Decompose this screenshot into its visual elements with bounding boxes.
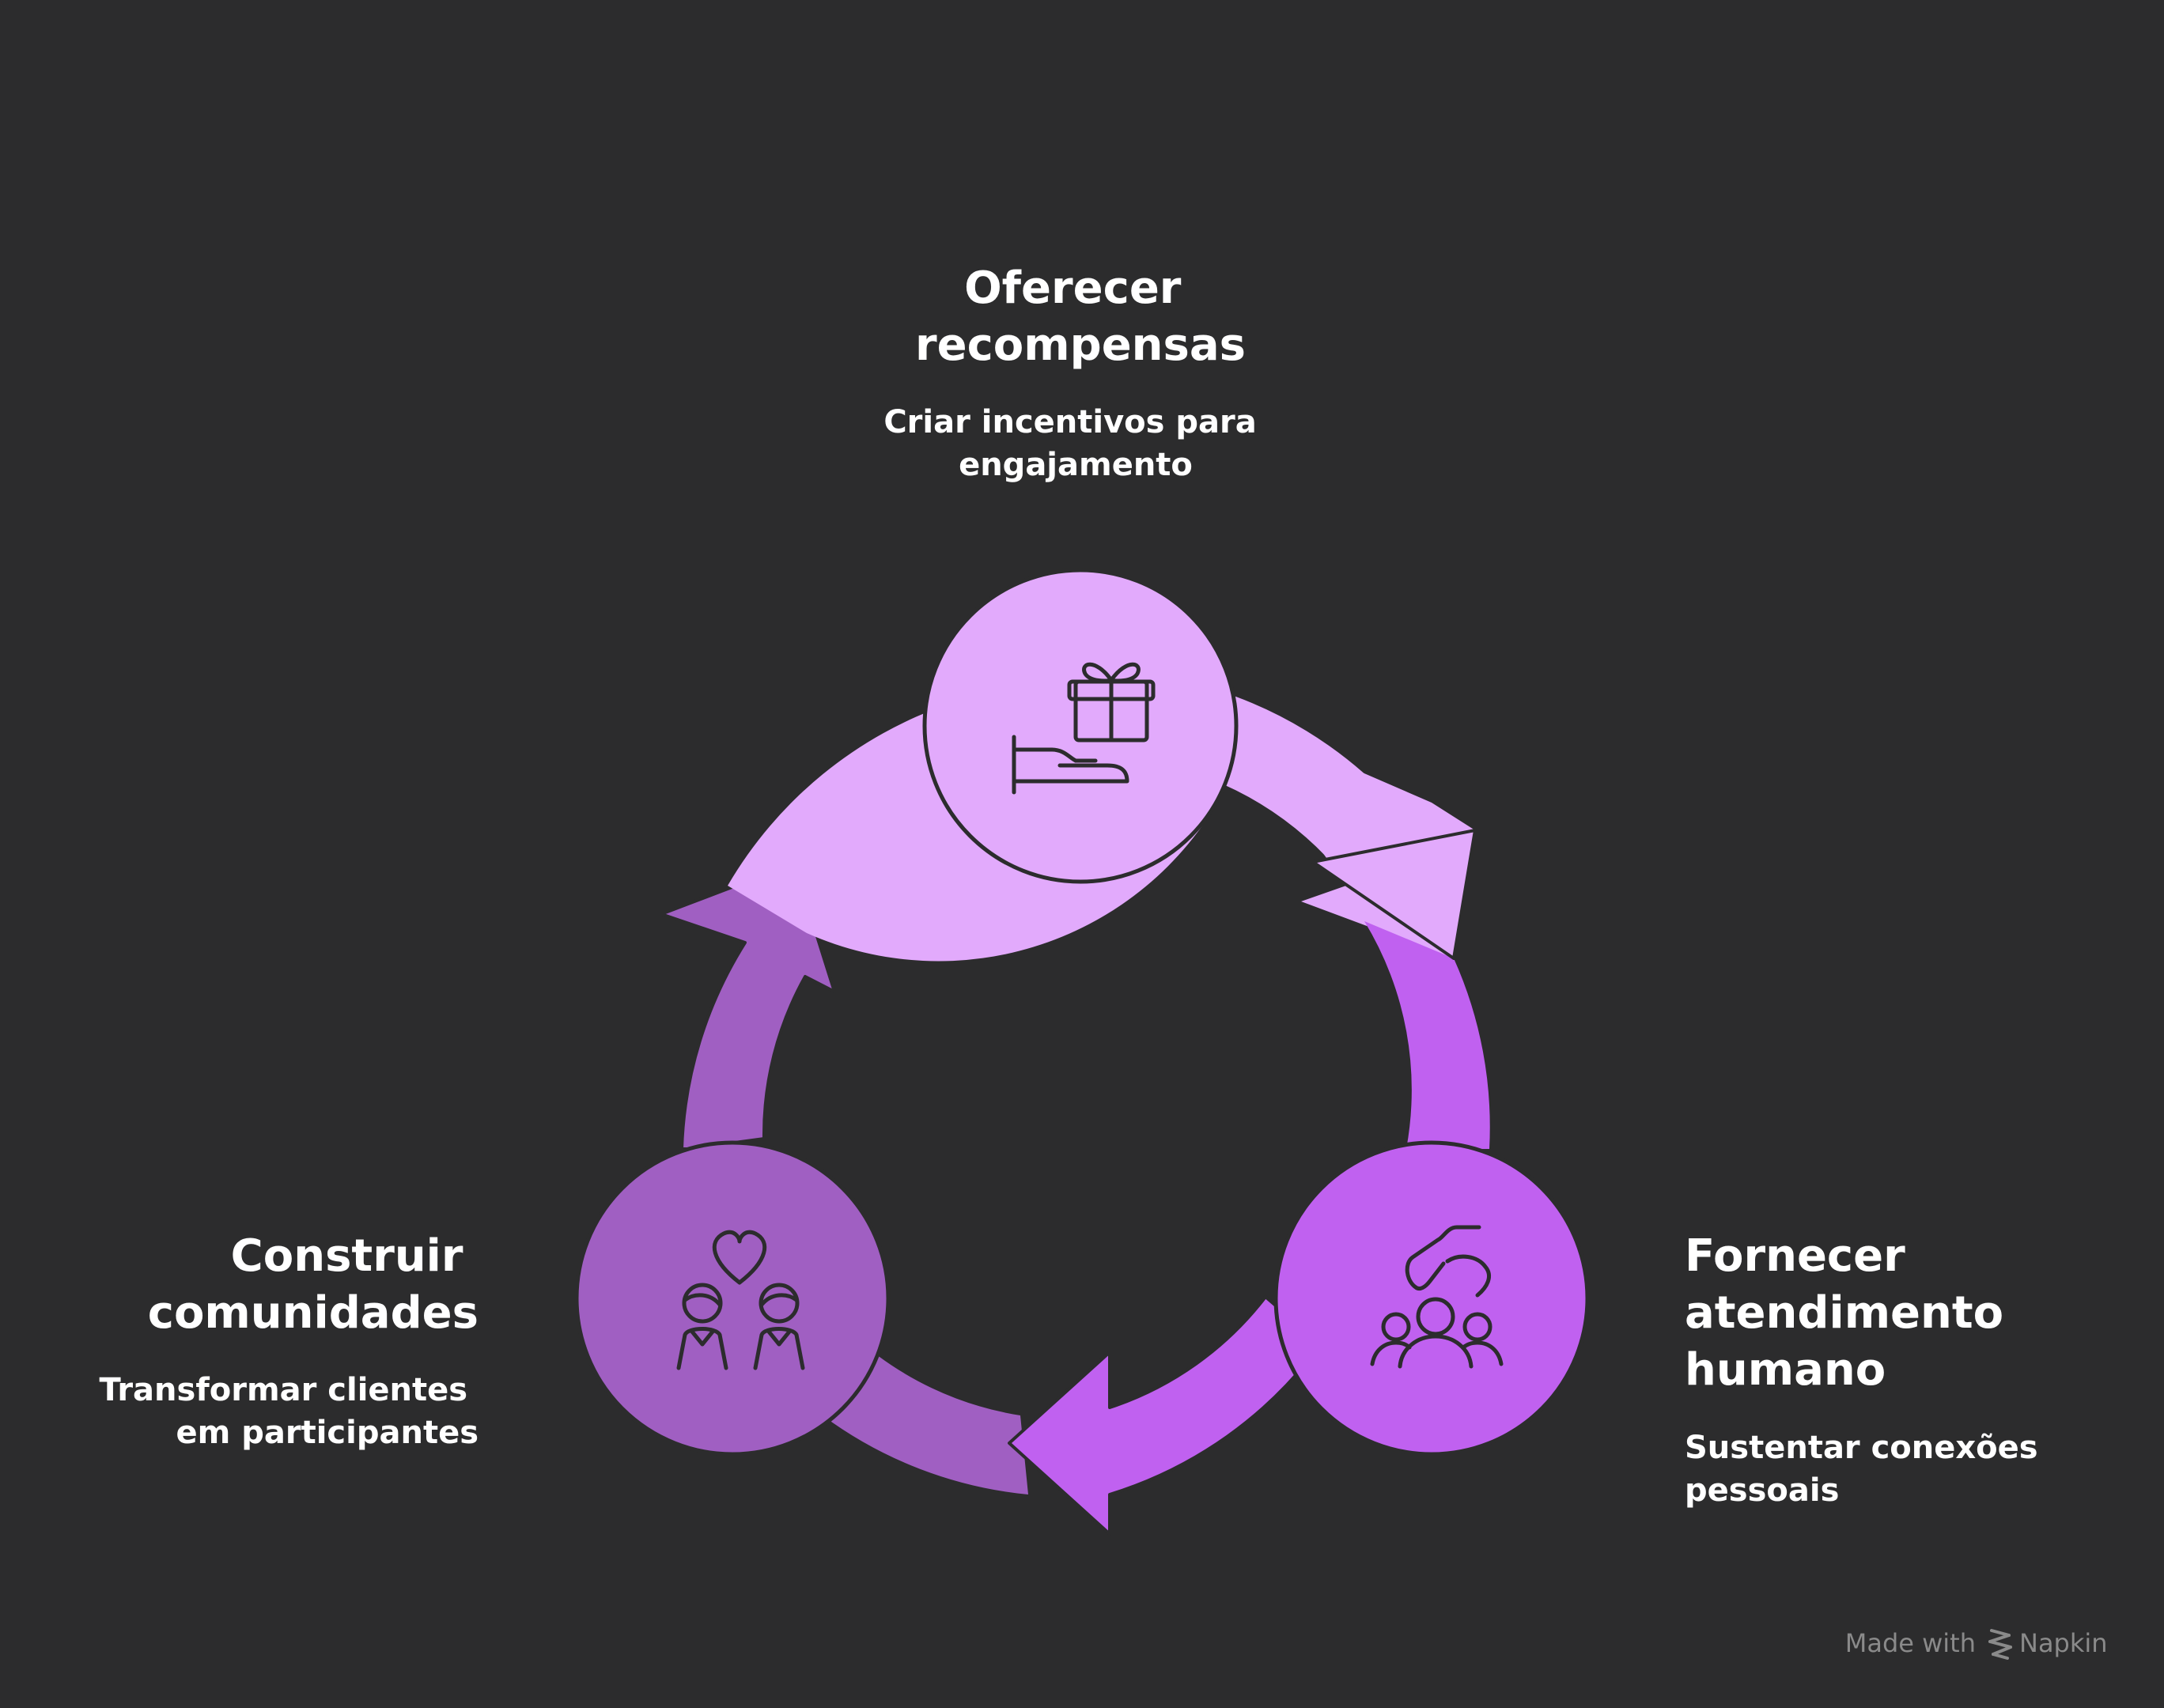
- rewards-title: Oferecer recompensas: [915, 263, 1246, 371]
- node-rewards: [922, 568, 1239, 884]
- arc-rewards-to-service-body: [1210, 696, 1408, 878]
- watermark-brand: Napkin: [2019, 1628, 2108, 1658]
- community-title: Construir comunidades: [148, 1230, 479, 1339]
- arc-community-bottom: [823, 1336, 1028, 1494]
- arc-service-to-community: [1364, 921, 1490, 1149]
- heart-people-icon: [676, 1230, 805, 1370]
- arrow-rewards-to-service: [1311, 829, 1477, 960]
- hand-people-icon: [1370, 1225, 1504, 1369]
- service-title: Fornecer atendimento humano: [1685, 1230, 2019, 1396]
- rewards-description: Criar incentivos para engajamento: [883, 404, 1267, 483]
- watermark-prefix: Made with: [1845, 1628, 1976, 1658]
- arc-community-to-rewards: [660, 862, 836, 1151]
- watermark: Made with Napkin: [1845, 1628, 2108, 1660]
- gift-hand-icon: [1012, 662, 1156, 795]
- napkin-logo-icon: [1988, 1629, 2012, 1660]
- arrow-service-to-community: [1008, 1295, 1322, 1536]
- node-community: [574, 1140, 891, 1457]
- community-description: Transformar clientes em participantes: [99, 1372, 479, 1451]
- service-description: Sustentar conexões pessoais: [1685, 1430, 2049, 1509]
